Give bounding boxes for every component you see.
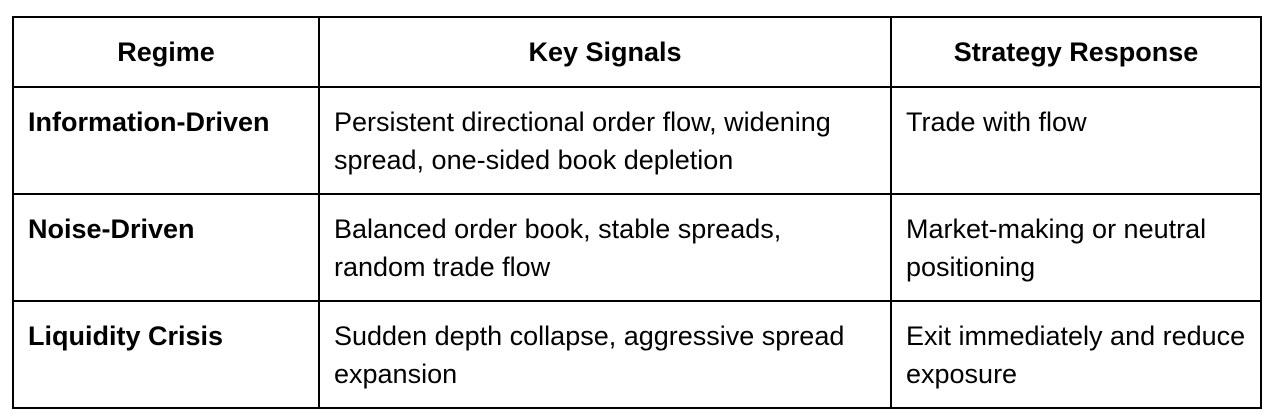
header-key-signals: Key Signals [318, 16, 892, 88]
header-strategy-response: Strategy Response [890, 16, 1262, 88]
header-regime: Regime [12, 16, 320, 88]
header-row: Regime Key Signals Strategy Response [12, 16, 1262, 88]
table-row: Information-Driven Persistent directiona… [12, 86, 1262, 195]
table-row: Noise-Driven Balanced order book, stable… [12, 193, 1262, 302]
regime-cell: Liquidity Crisis [12, 300, 320, 409]
response-cell: Market-making or neutral positioning [890, 193, 1262, 302]
signals-cell: Balanced order book, stable spreads, ran… [318, 193, 892, 302]
regime-cell: Noise-Driven [12, 193, 320, 302]
response-cell: Exit immediately and reduce exposure [890, 300, 1262, 409]
signals-cell: Persistent directional order flow, widen… [318, 86, 892, 195]
regime-strategy-table: Regime Key Signals Strategy Response Inf… [12, 16, 1262, 409]
response-cell: Trade with flow [890, 86, 1262, 195]
regime-cell: Information-Driven [12, 86, 320, 195]
table-row: Liquidity Crisis Sudden depth collapse, … [12, 300, 1262, 409]
signals-cell: Sudden depth collapse, aggressive spread… [318, 300, 892, 409]
